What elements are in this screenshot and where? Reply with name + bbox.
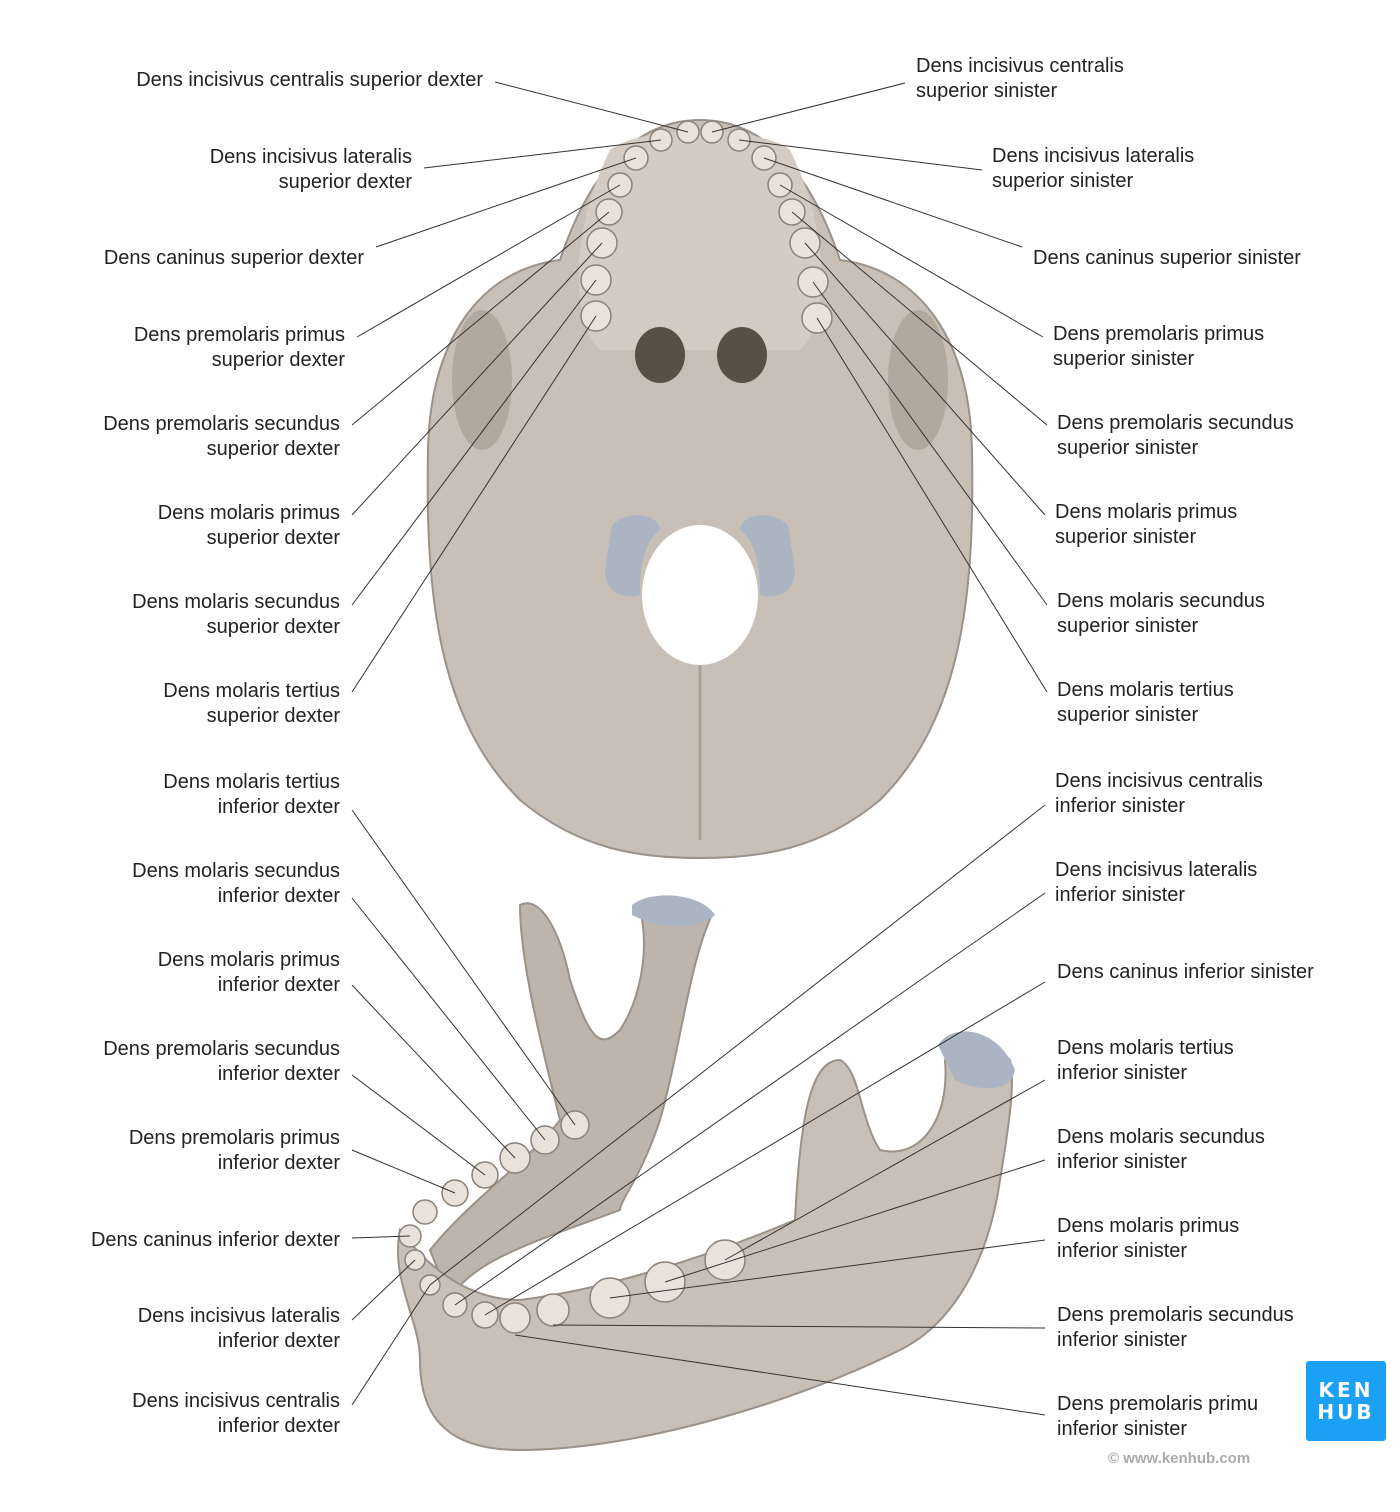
- label-text: superior dexter: [206, 705, 340, 727]
- label-incisivus-lateralis-superior-sinister: Dens incisivus lateralis superior siniste…: [992, 144, 1194, 194]
- label-text: Dens molaris secundus: [1057, 1126, 1265, 1148]
- label-text: inferior sinister: [1055, 884, 1186, 906]
- label-text: Dens molaris secundus: [132, 591, 340, 613]
- label-text: Dens premolaris secundus: [103, 413, 340, 435]
- label-text: superior dexter: [206, 527, 340, 549]
- label-premolaris-primus-inferior-sinister: Dens premolaris primu inferior sinister: [1057, 1392, 1258, 1442]
- label-text: Dens premolaris primus: [128, 1127, 340, 1149]
- label-text: Dens incisivus centralis: [916, 55, 1124, 77]
- label-molaris-tertius-superior-sinister: Dens molaris tertius superior sinister: [1057, 678, 1234, 728]
- label-molaris-primus-inferior-dexter: Dens molaris primus inferior dexter: [158, 948, 340, 998]
- label-molaris-primus-superior-dexter: Dens molaris primus superior dexter: [158, 501, 340, 551]
- label-text: inferior sinister: [1057, 1062, 1188, 1084]
- label-incisivus-lateralis-inferior-sinister: Dens incisivus lateralis inferior siniste…: [1055, 858, 1257, 908]
- label-text: superior sinister: [992, 170, 1134, 192]
- label-text: Dens premolaris secundus: [1057, 1304, 1294, 1326]
- label-caninus-inferior-sinister: Dens caninus inferior sinister: [1057, 960, 1314, 985]
- logo-text: KEN: [1318, 1378, 1374, 1402]
- label-text: superior sinister: [1053, 348, 1195, 370]
- label-text: Dens premolaris secundus: [103, 1038, 340, 1060]
- label-text: Dens premolaris secundus: [1057, 412, 1294, 434]
- label-molaris-secundus-inferior-sinister: Dens molaris secundus inferior sinister: [1057, 1125, 1265, 1175]
- label-premolaris-primus-inferior-dexter: Dens premolaris primus inferior dexter: [129, 1126, 340, 1176]
- label-text: Dens molaris tertius: [1057, 1037, 1234, 1059]
- label-molaris-primus-inferior-sinister: Dens molaris primus inferior sinister: [1057, 1214, 1239, 1264]
- label-premolaris-secundus-superior-dexter: Dens premolaris secundus superior dexter: [103, 412, 340, 462]
- label-text: inferior sinister: [1055, 795, 1186, 817]
- label-incisivus-centralis-superior-dexter: Dens incisivus centralis superior dexter: [136, 68, 483, 93]
- label-text: Dens molaris secundus: [132, 860, 340, 882]
- label-text: Dens caninus superior dexter: [103, 247, 364, 269]
- label-premolaris-secundus-inferior-dexter: Dens premolaris secundus inferior dexter: [103, 1037, 340, 1087]
- label-text: inferior sinister: [1057, 1329, 1188, 1351]
- label-text: Dens molaris primus: [1057, 1215, 1240, 1237]
- label-text: inferior sinister: [1057, 1418, 1188, 1440]
- label-text: Dens caninus inferior sinister: [1057, 961, 1314, 983]
- label-molaris-secundus-inferior-dexter: Dens molaris secundus inferior dexter: [132, 859, 340, 909]
- label-text: inferior dexter: [217, 1330, 340, 1352]
- label-text: Dens molaris primus: [1055, 501, 1238, 523]
- label-text: Dens premolaris primu: [1057, 1393, 1259, 1415]
- label-text: Dens incisivus centralis: [1055, 770, 1263, 792]
- label-text: Dens incisivus lateralis: [209, 146, 412, 168]
- label-text: Dens premolaris primus: [133, 324, 345, 346]
- label-text: inferior dexter: [217, 1152, 340, 1174]
- label-caninus-superior-sinister: Dens caninus superior sinister: [1033, 246, 1301, 271]
- skull-base: [426, 118, 974, 860]
- label-incisivus-centralis-superior-sinister: Dens incisivus centralis superior siniste…: [916, 54, 1124, 104]
- label-molaris-secundus-superior-dexter: Dens molaris secundus superior dexter: [132, 590, 340, 640]
- label-premolaris-secundus-superior-sinister: Dens premolaris secundus superior siniste…: [1057, 411, 1294, 461]
- label-text: Dens molaris tertius: [163, 771, 340, 793]
- kenhub-logo[interactable]: KEN HUB: [1306, 1361, 1386, 1441]
- label-text: inferior dexter: [217, 1415, 340, 1437]
- label-text: inferior dexter: [217, 974, 340, 996]
- label-incisivus-lateralis-superior-dexter: Dens incisivus lateralis superior dexter: [210, 145, 412, 195]
- label-text: Dens molaris tertius: [1057, 679, 1234, 701]
- label-incisivus-centralis-inferior-dexter: Dens incisivus centralis inferior dexter: [132, 1389, 340, 1439]
- label-text: Dens incisivus centralis superior dexter: [136, 69, 483, 91]
- label-molaris-primus-superior-sinister: Dens molaris primus superior sinister: [1055, 500, 1237, 550]
- label-text: inferior dexter: [217, 796, 340, 818]
- label-text: Dens incisivus lateralis: [992, 145, 1195, 167]
- label-text: Dens incisivus lateralis: [137, 1305, 340, 1327]
- label-caninus-superior-dexter: Dens caninus superior dexter: [104, 246, 364, 271]
- label-premolaris-secundus-inferior-sinister: Dens premolaris secundus inferior siniste…: [1057, 1303, 1294, 1353]
- label-text: Dens premolaris primus: [1053, 323, 1265, 345]
- leader-lines: [351, 81, 1048, 1416]
- label-text: Dens molaris primus: [157, 949, 340, 971]
- label-text: superior sinister: [1057, 437, 1199, 459]
- label-text: Dens caninus inferior dexter: [90, 1229, 340, 1251]
- label-premolaris-primus-superior-sinister: Dens premolaris primus superior sinister: [1053, 322, 1264, 372]
- label-caninus-inferior-dexter: Dens caninus inferior dexter: [91, 1228, 340, 1253]
- copyright-text: © www.kenhub.com: [1108, 1450, 1251, 1467]
- label-text: inferior dexter: [217, 1063, 340, 1085]
- label-text: superior sinister: [1057, 615, 1199, 637]
- label-text: inferior sinister: [1057, 1240, 1188, 1262]
- label-text: superior sinister: [1055, 526, 1197, 548]
- label-incisivus-centralis-inferior-sinister: Dens incisivus centralis inferior siniste…: [1055, 769, 1263, 819]
- label-text: Dens molaris primus: [157, 502, 340, 524]
- label-text: superior dexter: [206, 438, 340, 460]
- label-text: superior sinister: [916, 80, 1058, 102]
- label-molaris-tertius-inferior-sinister: Dens molaris tertius inferior sinister: [1057, 1036, 1234, 1086]
- label-text: Dens incisivus lateralis: [1055, 859, 1258, 881]
- label-text: Dens molaris secundus: [1057, 590, 1265, 612]
- label-text: superior dexter: [206, 616, 340, 638]
- label-text: superior dexter: [211, 349, 345, 371]
- label-text: superior dexter: [278, 171, 412, 193]
- label-text: Dens caninus superior sinister: [1033, 247, 1301, 269]
- label-text: inferior sinister: [1057, 1151, 1188, 1173]
- label-molaris-tertius-inferior-dexter: Dens molaris tertius inferior dexter: [163, 770, 340, 820]
- label-molaris-tertius-superior-dexter: Dens molaris tertius superior dexter: [163, 679, 340, 729]
- logo-text: HUB: [1317, 1400, 1375, 1424]
- label-text: superior sinister: [1057, 704, 1199, 726]
- label-text: Dens incisivus centralis: [132, 1390, 340, 1412]
- label-incisivus-lateralis-inferior-dexter: Dens incisivus lateralis inferior dexter: [138, 1304, 340, 1354]
- foramen-magnum: [642, 525, 758, 665]
- upper-teeth: [580, 120, 833, 334]
- label-molaris-secundus-superior-sinister: Dens molaris secundus superior sinister: [1057, 589, 1265, 639]
- label-premolaris-primus-superior-dexter: Dens premolaris primus superior dexter: [134, 323, 345, 373]
- label-text: inferior dexter: [217, 885, 340, 907]
- label-text: Dens molaris tertius: [163, 680, 340, 702]
